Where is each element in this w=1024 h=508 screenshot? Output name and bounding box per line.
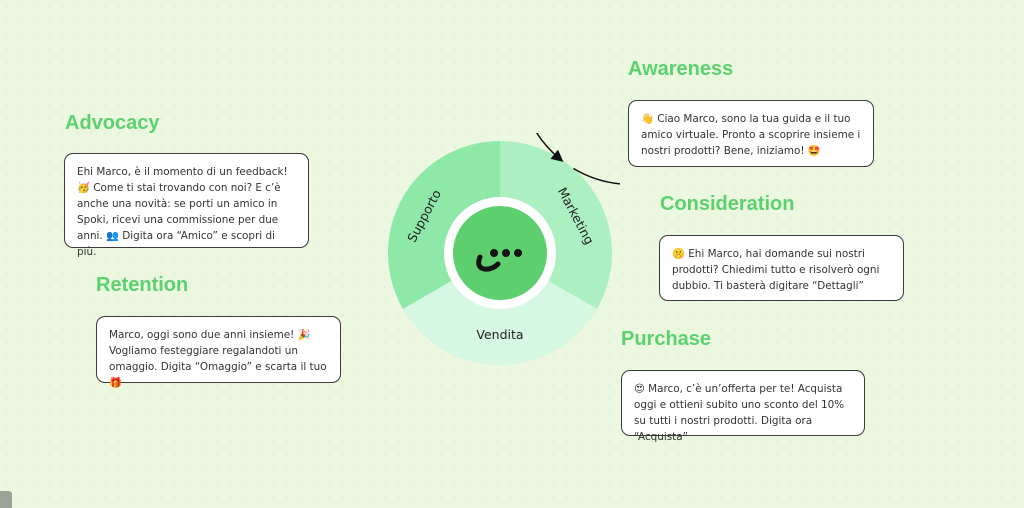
- message-bubble-purchase: 😍 Marco, c’è un’offerta per te! Acquista…: [621, 370, 865, 443]
- stage-title-retention: Retention: [96, 274, 189, 296]
- message-text: Marco, oggi sono due anni insieme! 🎉 Vog…: [109, 329, 327, 389]
- stage-title-consideration: Consideration: [660, 193, 795, 215]
- message-bubble-advocacy: Ehi Marco, è il momento di un feedback! …: [64, 153, 309, 258]
- funnel-wheel: Supporto Marketing Vendita: [387, 133, 620, 366]
- message-text: Ehi Marco, è il momento di un feedback! …: [77, 166, 288, 258]
- stage-title-purchase: Purchase: [621, 328, 712, 350]
- message-text: 👋 Ciao Marco, sono la tua guida e il tuo…: [641, 113, 861, 157]
- wheel-center: [453, 206, 547, 300]
- segment-vendita: [403, 253, 597, 366]
- stage-title-advocacy: Advocacy: [65, 112, 160, 134]
- message-bubble-consideration: 🤫 Ehi Marco, hai domande sui nostri prod…: [659, 235, 904, 301]
- message-text: 🤫 Ehi Marco, hai domande sui nostri prod…: [672, 248, 880, 292]
- corner-handle[interactable]: [0, 491, 12, 508]
- message-bubble-retention: Marco, oggi sono due anni insieme! 🎉 Vog…: [96, 316, 341, 389]
- segment-label-vendita: Vendita: [476, 327, 523, 342]
- message-bubble-awareness: 👋 Ciao Marco, sono la tua guida e il tuo…: [628, 100, 874, 167]
- chat-bubble-dots-icon: [476, 249, 522, 272]
- message-text: 😍 Marco, c’è un’offerta per te! Acquista…: [634, 383, 845, 443]
- stage-title-awareness: Awareness: [628, 58, 734, 80]
